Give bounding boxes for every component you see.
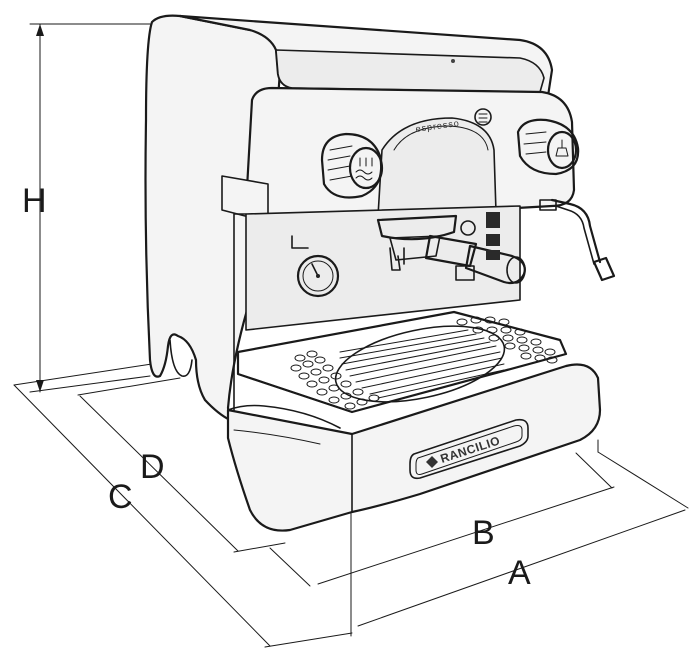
drip-tray [236,310,568,414]
dimension-label-b: B [472,514,495,552]
pressure-gauge [291,235,340,298]
portafilter [376,214,526,285]
hot-water-knob [320,132,384,199]
dimension-b: B [269,452,615,587]
control-switches [455,212,500,281]
drip-grate [334,325,506,403]
tray-holes-left [290,350,380,410]
tray-holes-right [456,316,558,364]
steam-wand [539,198,616,282]
dimension-h: H [22,23,151,393]
dimension-label-a: A [508,554,531,592]
dimension-a: A [350,439,689,637]
steam-knob [516,118,580,176]
machine-body: espresso [144,14,616,532]
dimension-d: D [77,377,286,553]
dimension-label-c: C [108,478,133,516]
dimension-c: C [13,361,353,648]
dimension-label-d: D [140,448,165,486]
dimension-label-h: H [22,182,47,220]
